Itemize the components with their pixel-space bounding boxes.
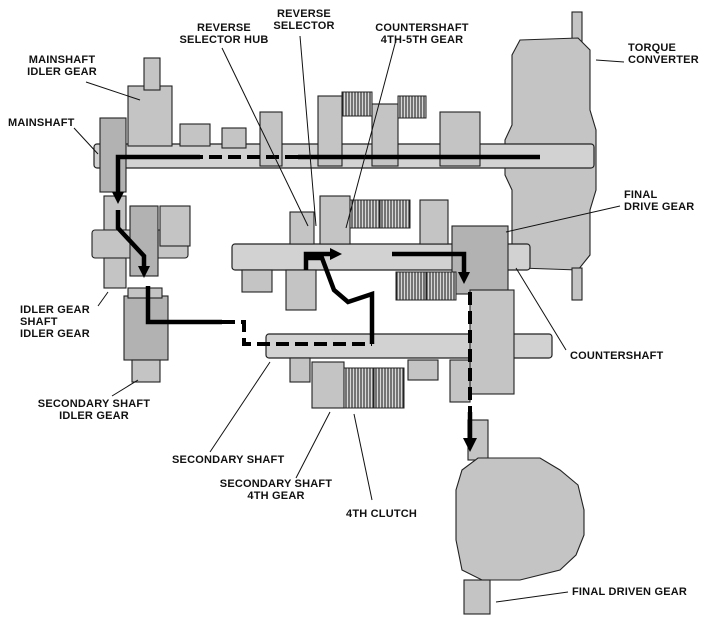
label-final-driven-gear: FINAL DRIVEN GEAR [572, 586, 688, 598]
label-mainshaft: MAINSHAFT [8, 117, 75, 129]
label-secondary-shaft-idler-gear: SECONDARY SHAFT IDLER GEAR [37, 398, 151, 422]
idler-gear-shaft-assembly [91, 195, 191, 289]
final-driven-gear-assembly [455, 419, 585, 615]
label-countershaft: COUNTERSHAFT [570, 350, 664, 362]
label-mainshaft-idler-gear: MAINSHAFT IDLER GEAR [27, 54, 97, 78]
label-torque-converter: TORQUE CONVERTER [628, 42, 699, 66]
label-secondary-shaft: SECONDARY SHAFT [172, 454, 285, 466]
secondary-shaft-assembly [123, 287, 553, 409]
label-idler-gear-shaft: IDLER GEAR SHAFT IDLER GEAR [20, 304, 90, 340]
label-final-drive-gear: FINAL DRIVE GEAR [624, 189, 695, 213]
label-secondary-shaft-4th-gear: SECONDARY SHAFT 4TH GEAR [219, 478, 333, 502]
label-reverse-selector: REVERSE SELECTOR [273, 8, 335, 32]
power-flow-path [112, 154, 540, 452]
leader-lines [73, 35, 625, 603]
label-reverse-selector-hub: REVERSE SELECTOR HUB [179, 22, 269, 46]
label-4th-clutch: 4TH CLUTCH [346, 508, 418, 520]
label-countershaft-4th-5th-gear: COUNTERSHAFT 4TH-5TH GEAR [375, 22, 469, 46]
